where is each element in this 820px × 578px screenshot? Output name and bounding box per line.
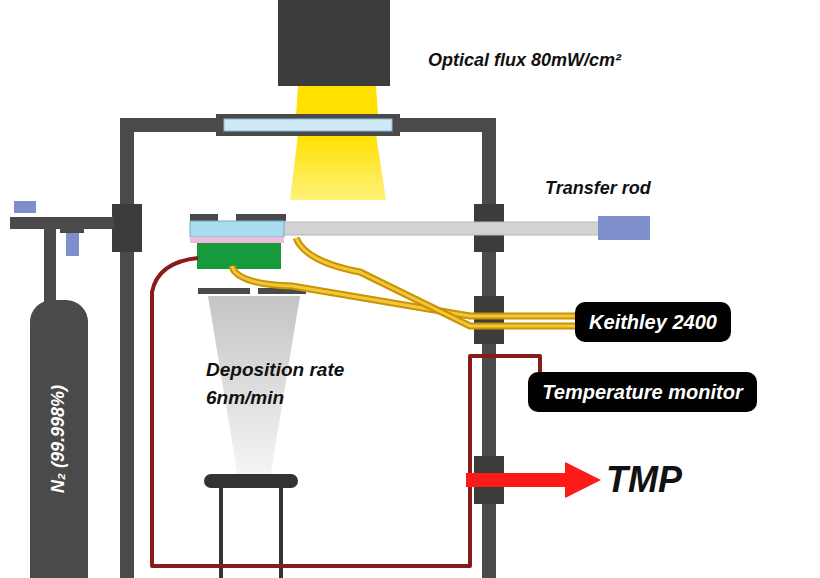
gas-pipe — [44, 222, 56, 304]
valve — [14, 201, 36, 213]
light-label: Optical flux 80mW/cm² — [428, 50, 621, 72]
pump-arrow — [466, 473, 572, 487]
pump-label: TMP — [606, 458, 682, 501]
evaporation-source — [204, 474, 298, 488]
optical-window — [224, 119, 392, 131]
light-beam — [290, 134, 386, 200]
rate-label: Deposition rate 6nm/min — [206, 356, 356, 412]
electrode-layer — [190, 237, 284, 243]
valve-stem — [60, 225, 84, 233]
transfer-rod — [282, 222, 602, 235]
thermocouple-wire — [152, 258, 540, 566]
shadow-mask — [198, 288, 250, 294]
chamber-wall — [482, 118, 496, 578]
instrument-box: Keithley 2400 — [575, 302, 731, 342]
flange — [112, 204, 142, 252]
holder-clamp — [190, 214, 218, 221]
signal-wire — [296, 238, 575, 326]
flange — [474, 296, 504, 344]
chamber-wall — [120, 118, 134, 578]
valve — [66, 230, 79, 256]
rod-label: Transfer rod — [545, 178, 651, 200]
window-frame — [216, 114, 400, 136]
instrument-box: Temperature monitor — [528, 372, 757, 412]
substrate — [190, 221, 284, 237]
node-label: N₂ (99.998%) — [48, 385, 70, 493]
lamp — [278, 0, 390, 86]
chamber-wall — [120, 118, 496, 132]
deposited-film — [197, 243, 281, 269]
signal-wire — [296, 238, 575, 326]
light-beam — [296, 86, 378, 116]
node-label: Keithley 2400 — [589, 310, 717, 334]
holder-clamp — [236, 214, 286, 221]
rod-handle — [598, 216, 650, 240]
node-label: Temperature monitor — [542, 380, 743, 404]
gas-cylinder: N₂ (99.998%) — [30, 300, 88, 578]
